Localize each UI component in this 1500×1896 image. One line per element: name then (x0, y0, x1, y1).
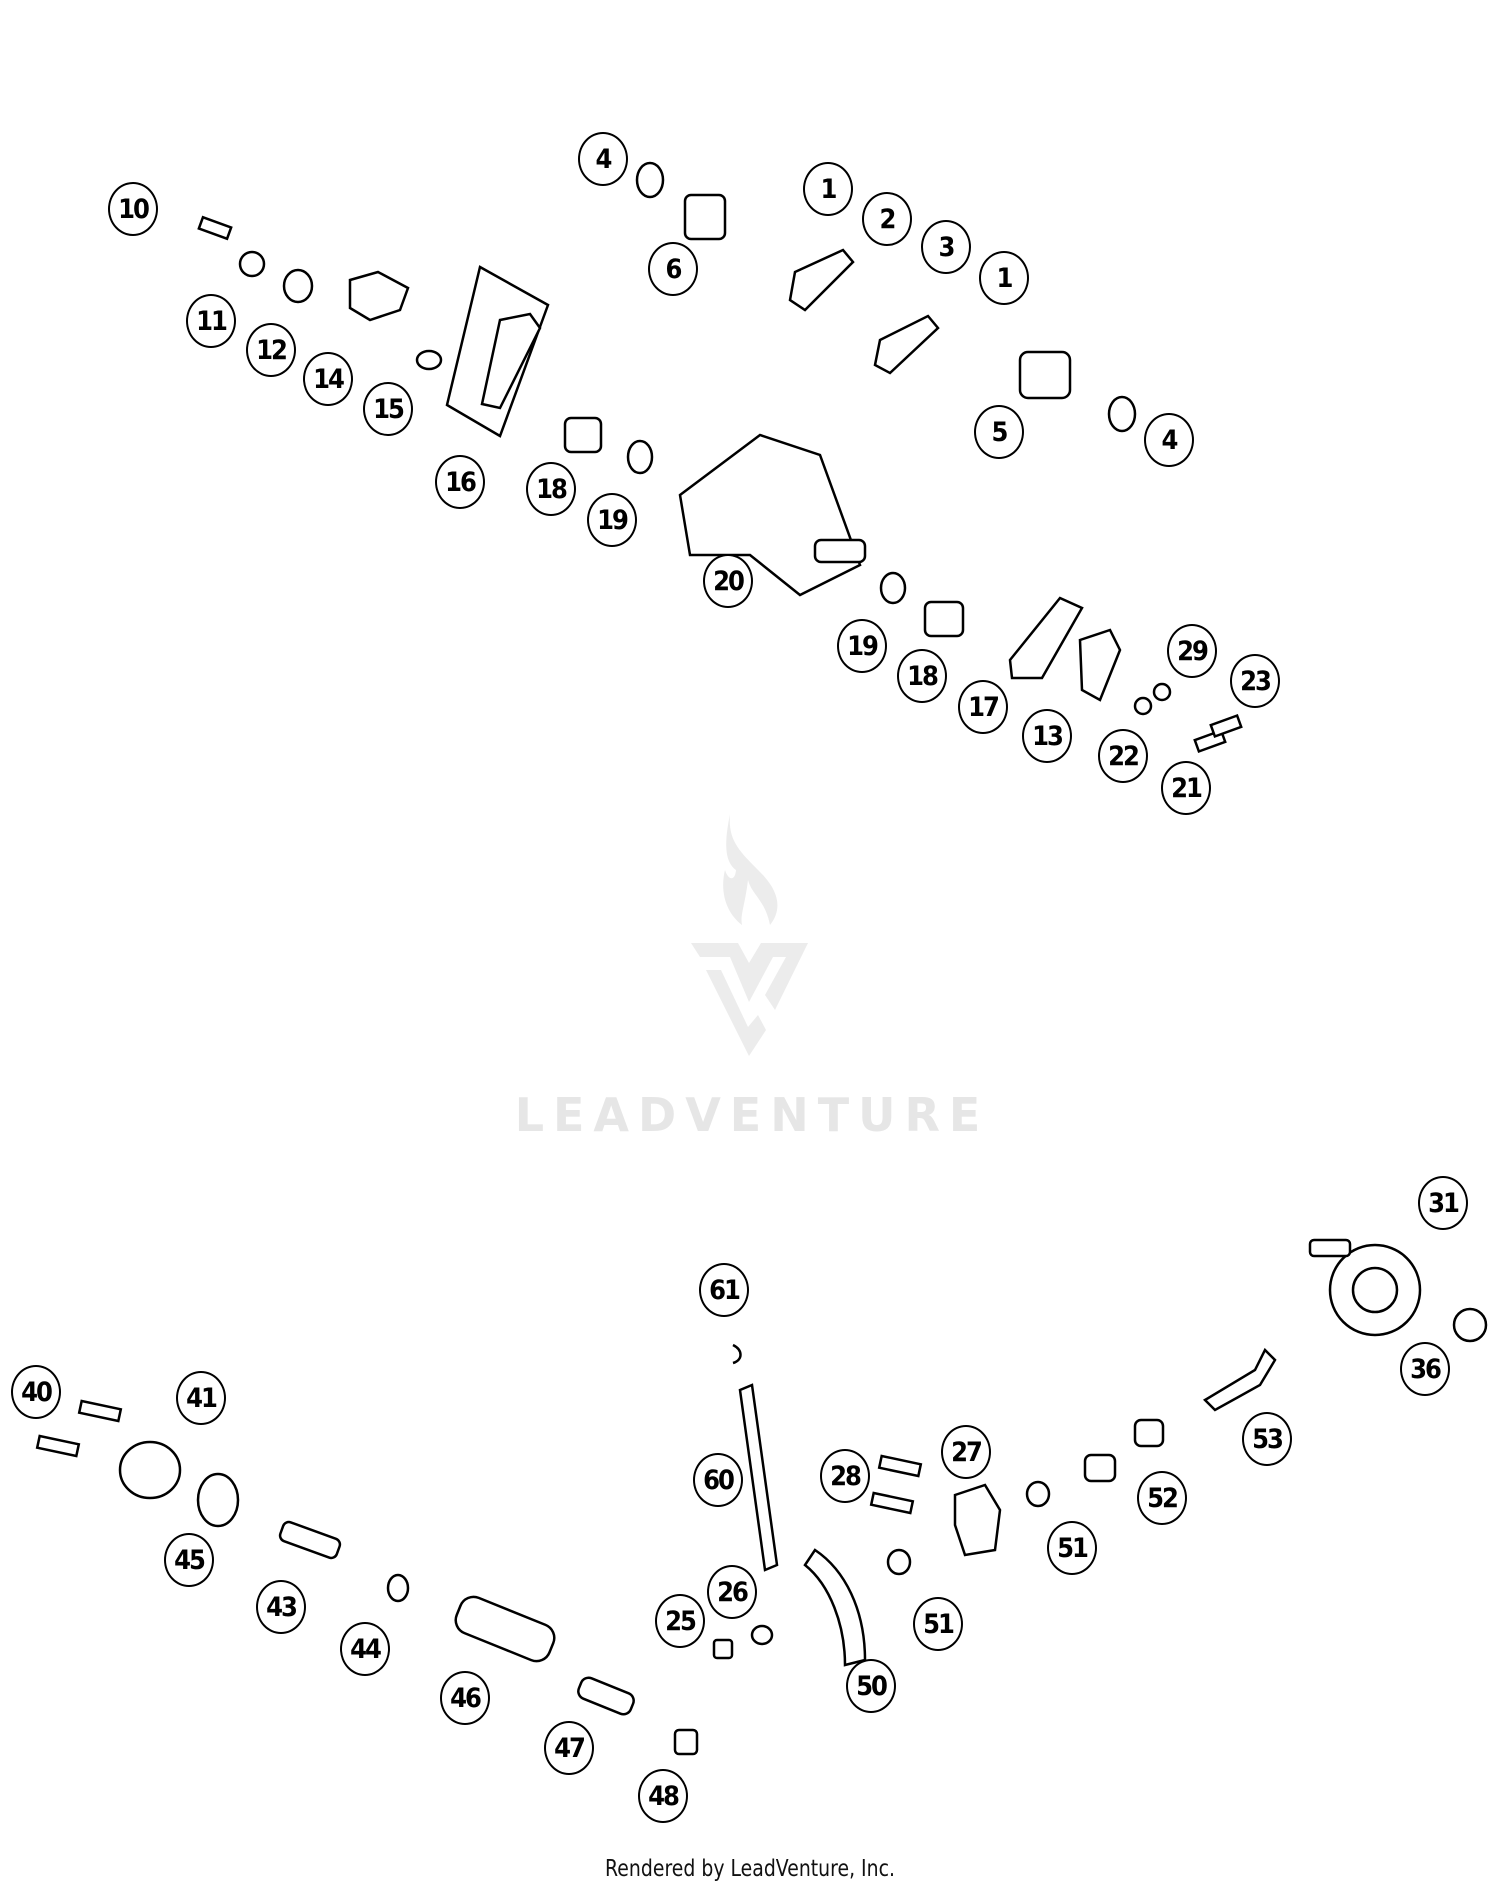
callout-60[interactable]: 60 (693, 1453, 743, 1507)
watermark-text: LEADVENTURE (514, 1088, 990, 1142)
callout-18[interactable]: 18 (526, 462, 576, 516)
callout-53[interactable]: 53 (1242, 1412, 1292, 1466)
callout-10[interactable]: 10 (108, 182, 158, 236)
callout-52[interactable]: 52 (1137, 1471, 1187, 1525)
callout-29[interactable]: 29 (1167, 624, 1217, 678)
upper-shift-assembly (197, 161, 1243, 754)
callout-3[interactable]: 3 (921, 220, 971, 274)
callout-5[interactable]: 5 (974, 405, 1024, 459)
callout-48[interactable]: 48 (638, 1769, 688, 1823)
callout-26[interactable]: 26 (707, 1565, 757, 1619)
callout-41[interactable]: 41 (176, 1371, 226, 1425)
callout-19[interactable]: 19 (587, 493, 637, 547)
callout-15[interactable]: 15 (363, 382, 413, 436)
callout-22[interactable]: 22 (1098, 729, 1148, 783)
callout-36[interactable]: 36 (1400, 1342, 1450, 1396)
callout-40[interactable]: 40 (11, 1365, 61, 1419)
callout-21[interactable]: 21 (1161, 761, 1211, 815)
callout-1[interactable]: 1 (803, 162, 853, 216)
callout-50[interactable]: 50 (846, 1659, 896, 1713)
callout-44[interactable]: 44 (340, 1622, 390, 1676)
callout-51[interactable]: 51 (1047, 1521, 1097, 1575)
callout-18[interactable]: 18 (897, 649, 947, 703)
callout-17[interactable]: 17 (958, 680, 1008, 734)
callout-28[interactable]: 28 (820, 1449, 870, 1503)
callout-12[interactable]: 12 (246, 323, 296, 377)
callout-4[interactable]: 4 (578, 132, 628, 186)
callout-14[interactable]: 14 (303, 352, 353, 406)
callout-2[interactable]: 2 (862, 192, 912, 246)
callout-4[interactable]: 4 (1144, 413, 1194, 467)
callout-23[interactable]: 23 (1230, 654, 1280, 708)
callout-51[interactable]: 51 (913, 1597, 963, 1651)
callout-43[interactable]: 43 (256, 1580, 306, 1634)
callout-1[interactable]: 1 (979, 251, 1029, 305)
callout-27[interactable]: 27 (941, 1425, 991, 1479)
callout-13[interactable]: 13 (1022, 709, 1072, 763)
callout-11[interactable]: 11 (186, 294, 236, 348)
callout-20[interactable]: 20 (703, 554, 753, 608)
callout-19[interactable]: 19 (837, 619, 887, 673)
callout-46[interactable]: 46 (440, 1671, 490, 1725)
callout-45[interactable]: 45 (164, 1533, 214, 1587)
lower-kickstart-assembly (35, 1238, 1488, 1756)
callout-6[interactable]: 6 (648, 242, 698, 296)
callout-61[interactable]: 61 (699, 1263, 749, 1317)
callout-25[interactable]: 25 (655, 1594, 705, 1648)
leadventure-logo (691, 814, 808, 1056)
callout-16[interactable]: 16 (435, 455, 485, 509)
footer-credit: Rendered by LeadVenture, Inc. (605, 1856, 895, 1882)
callout-47[interactable]: 47 (544, 1721, 594, 1775)
callout-31[interactable]: 31 (1418, 1176, 1468, 1230)
